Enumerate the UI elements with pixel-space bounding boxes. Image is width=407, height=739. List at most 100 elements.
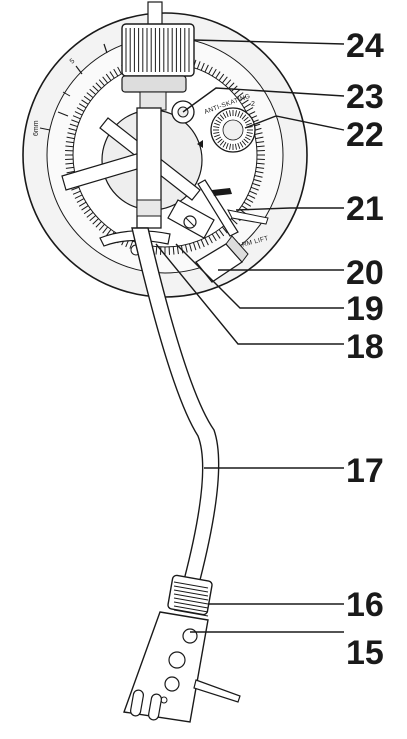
ring-ridge [155,246,158,255]
anti-skating-tick [241,140,247,146]
headshell-locking-ring[interactable] [167,574,213,617]
ring-ridge [76,107,85,112]
ring-ridge [241,99,249,105]
ring-ridge [196,240,201,249]
arm-lift-platform [167,199,215,239]
ring-ridge [211,233,217,242]
ring-ridge [89,215,97,222]
ring-ridge [218,73,225,81]
anti-skating-tick [217,116,223,122]
anti-skating-tick [222,141,227,148]
ring-ridge [245,107,254,112]
ring-ridge [81,99,89,105]
ring-ridge [105,229,112,237]
ring-ridge [65,166,74,169]
height-label-6mm: 6mm [33,120,40,136]
arm-lift-lever[interactable]: ARM LIFT [197,179,269,250]
anti-skating-tick [239,141,244,148]
anti-skating-tick [234,143,237,150]
callout-18: 18 [346,328,384,366]
callout-23: 23 [346,78,384,116]
ring-ridge [89,88,97,95]
ring-ridge [83,208,91,215]
ring-ridge [78,103,87,109]
ring-ridge [66,170,75,174]
locking-ring-ridge [173,581,209,589]
ring-ridge [255,136,264,140]
anti-skating-tick [219,140,225,146]
anti-skating-tick [234,110,237,117]
locking-ring-ridge [173,609,209,617]
ring-ridge [98,79,105,87]
ring-ridge [254,132,263,136]
anti-skating-tick [241,114,247,120]
ring-ridge [105,73,112,81]
ring-ridge [256,141,265,144]
ring-ridge [72,115,81,120]
anti-skating-tick [215,119,222,124]
locking-ring-ridge [173,593,209,601]
ring-ridge [243,103,252,109]
ring-ridge [95,82,102,89]
callout-22: 22 [346,116,384,154]
locking-ring-ridge [173,605,209,613]
anti-skating-tick [237,111,241,117]
anti-skating-tick [215,136,222,141]
locking-ring-ridge [173,585,209,593]
ring-ridge [188,243,193,252]
ring-ridge [98,223,105,231]
ring-ridge [256,162,265,165]
ring-ridge [256,145,265,148]
ring-ridge [231,218,238,225]
ring-ridge [254,174,263,178]
leader-lines [155,39,345,633]
ring-ridge [208,235,213,244]
ring-ridge [102,76,109,84]
locking-ring-ridge [173,601,209,609]
ring-ridge [83,95,91,102]
ring-ridge [225,79,232,87]
ring-ridge [109,71,115,79]
ring-ridge [208,66,213,75]
ring-ridge [66,136,75,140]
ring-ridge [200,62,205,71]
ring-ridge [215,231,221,239]
callout-16: 16 [346,586,384,624]
anti-skating-tick [244,136,251,141]
counterweight[interactable] [121,1,195,111]
ring-ridge [255,170,264,174]
anti-skating-tick [246,122,252,126]
ring-ridge [243,201,252,207]
ring-ridge [117,66,122,75]
anti-skating-tick [219,114,225,120]
anti-skating-tick [237,143,241,149]
ring-ridge [176,246,179,255]
ring-ridge [228,82,235,89]
ring-ridge [184,244,188,253]
ring-ridge [67,132,76,136]
ring-ridge [236,92,244,99]
anti-skating-tick [243,138,249,144]
anti-skating-tick [217,138,223,144]
callout-numbers: 24 23 22 21 20 19 18 17 16 15 [346,27,384,672]
anti-skating-tick [246,134,252,138]
callout-15: 15 [346,634,384,672]
ring-ridge [221,226,228,234]
ring-ridge [65,141,74,144]
callout-20: 20 [346,254,384,292]
ring-ridge [200,239,205,248]
anti-skating-tick [213,126,220,129]
ring-ridge [221,76,228,84]
anti-skating-tick [246,131,253,134]
ring-ridge [71,119,80,124]
ring-ridge [192,242,197,251]
locking-ring-ridge [173,589,209,597]
anti-skating-tick [214,134,220,138]
callout-17: 17 [346,452,384,490]
ring-ridge [247,194,256,199]
anti-skating-tick [243,116,249,122]
anti-skating-tick [225,143,229,149]
ring-ridge [196,61,201,70]
anti-skating-tick [225,111,229,117]
